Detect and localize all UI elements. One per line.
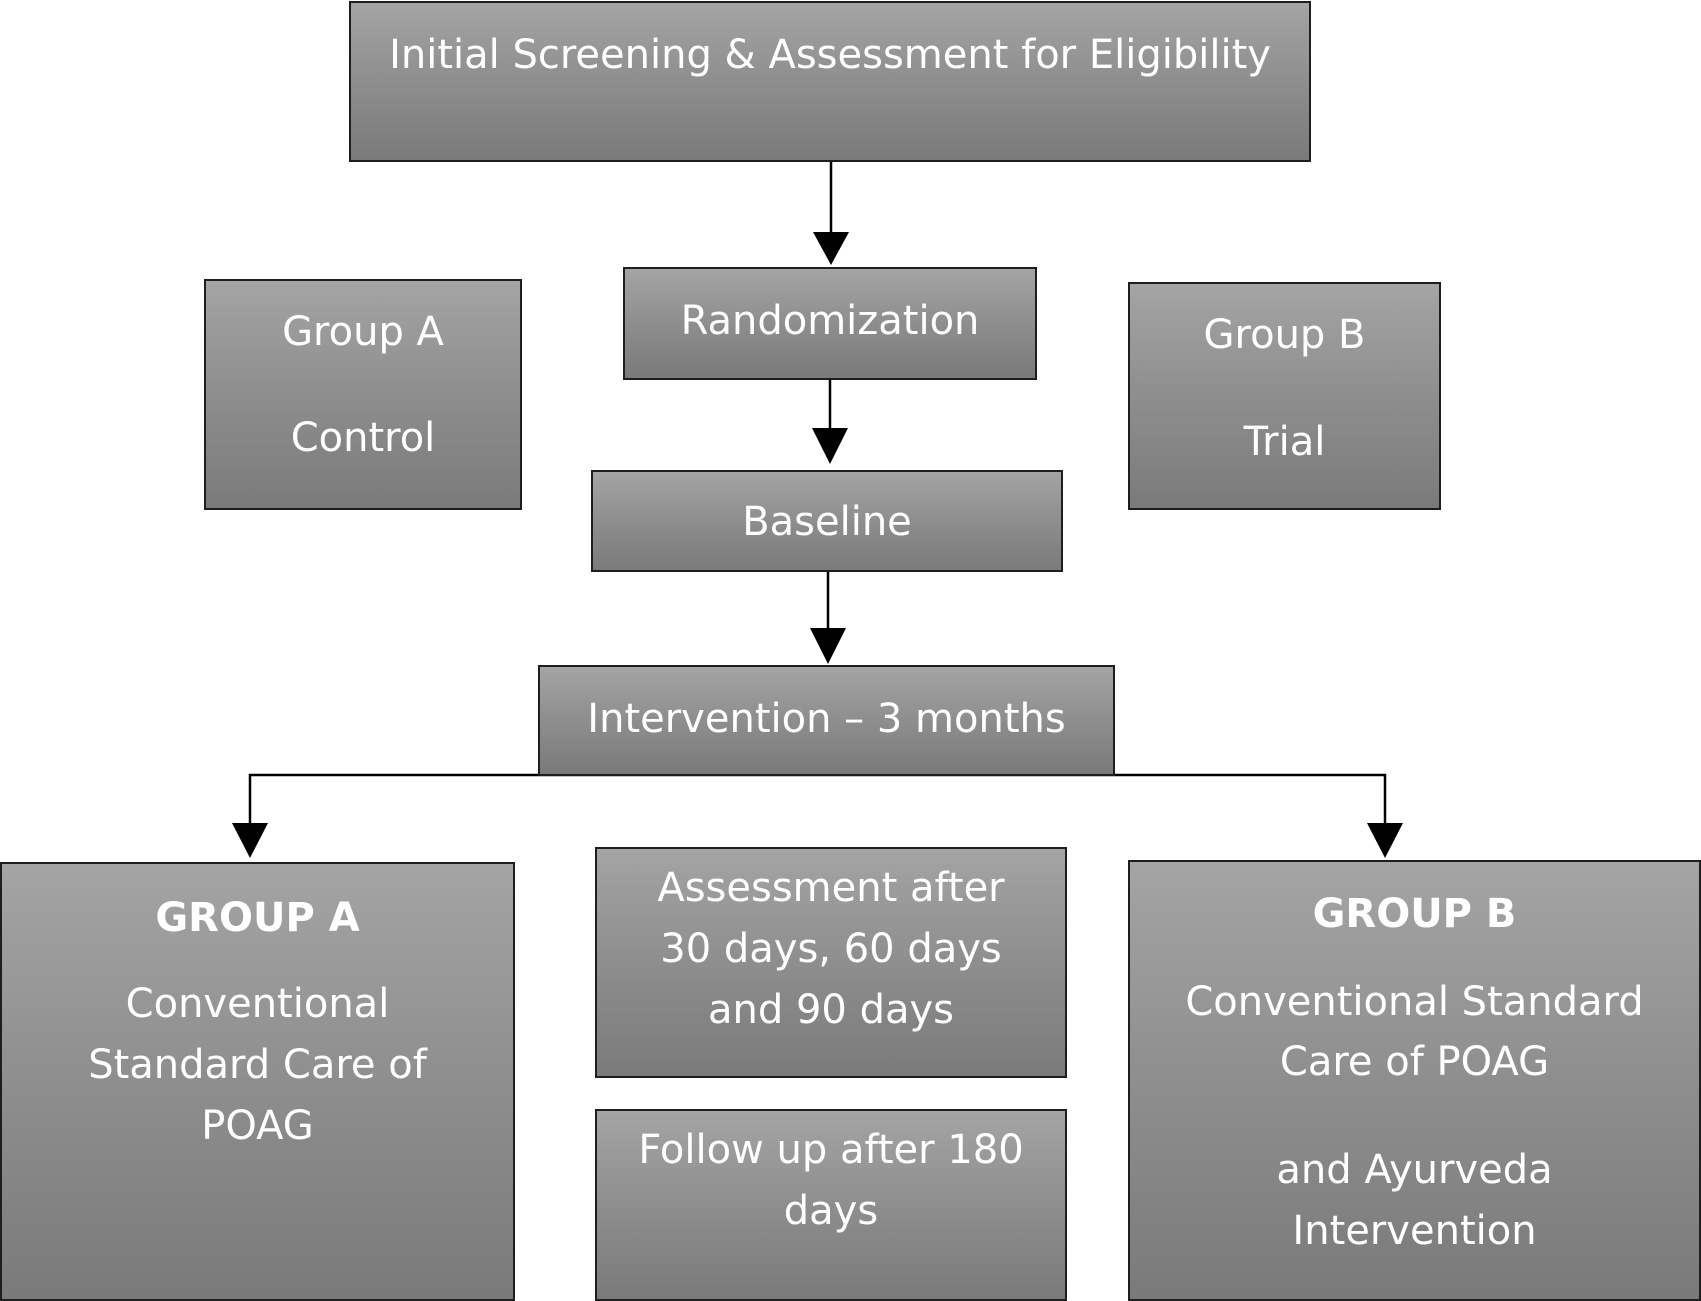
group-b-top-title: Group B <box>1203 312 1366 358</box>
assessment-line-1: Assessment after <box>657 865 1005 911</box>
assessment-line-3: and 90 days <box>708 987 954 1033</box>
followup-line-1: Follow up after 180 <box>638 1127 1024 1173</box>
group-b-bottom-line-2: Care of POAG <box>1279 1039 1550 1085</box>
group-b-top-box: Group B Trial <box>1128 282 1441 510</box>
group-a-bottom-line-2: Standard Care of <box>88 1042 427 1088</box>
assessment-box: Assessment after 30 days, 60 days and 90… <box>595 847 1067 1078</box>
baseline-box: Baseline <box>591 470 1063 572</box>
group-a-bottom-line-3: POAG <box>201 1103 314 1149</box>
assessment-line-2: 30 days, 60 days <box>660 926 1002 972</box>
group-b-bottom-line-4: Intervention <box>1292 1208 1537 1254</box>
group-a-top-box: Group A Control <box>204 279 522 510</box>
group-b-top-subtitle: Trial <box>1243 419 1326 465</box>
group-a-bottom-box: GROUP A Conventional Standard Care of PO… <box>0 862 515 1301</box>
randomization-box: Randomization <box>623 267 1037 380</box>
arrowhead-intervention <box>810 628 846 664</box>
followup-box: Follow up after 180 days <box>595 1109 1067 1301</box>
screening-box: Initial Screening & Assessment for Eligi… <box>349 1 1311 162</box>
group-b-bottom-box: GROUP B Conventional Standard Care of PO… <box>1128 860 1701 1301</box>
arrowhead-group-b <box>1367 823 1403 858</box>
followup-line-2: days <box>783 1188 879 1234</box>
group-b-bottom-title: GROUP B <box>1312 891 1517 937</box>
arrowhead-baseline <box>812 428 848 464</box>
intervention-box: Intervention – 3 months <box>538 665 1115 776</box>
intervention-label: Intervention – 3 months <box>587 696 1066 742</box>
screening-label: Initial Screening & Assessment for Eligi… <box>389 32 1271 78</box>
group-a-bottom-line-1: Conventional <box>125 981 390 1027</box>
baseline-label: Baseline <box>742 499 912 545</box>
edge-intervention-groups <box>248 773 1387 830</box>
arrowhead-randomization <box>813 232 849 265</box>
randomization-label: Randomization <box>680 298 980 344</box>
arrowhead-group-a <box>232 823 268 858</box>
group-b-bottom-line-1: Conventional Standard <box>1185 979 1644 1025</box>
group-a-bottom-title: GROUP A <box>155 895 360 941</box>
group-a-top-title: Group A <box>282 309 444 355</box>
group-a-top-subtitle: Control <box>290 415 436 461</box>
group-b-bottom-line-3: and Ayurveda <box>1276 1147 1553 1193</box>
